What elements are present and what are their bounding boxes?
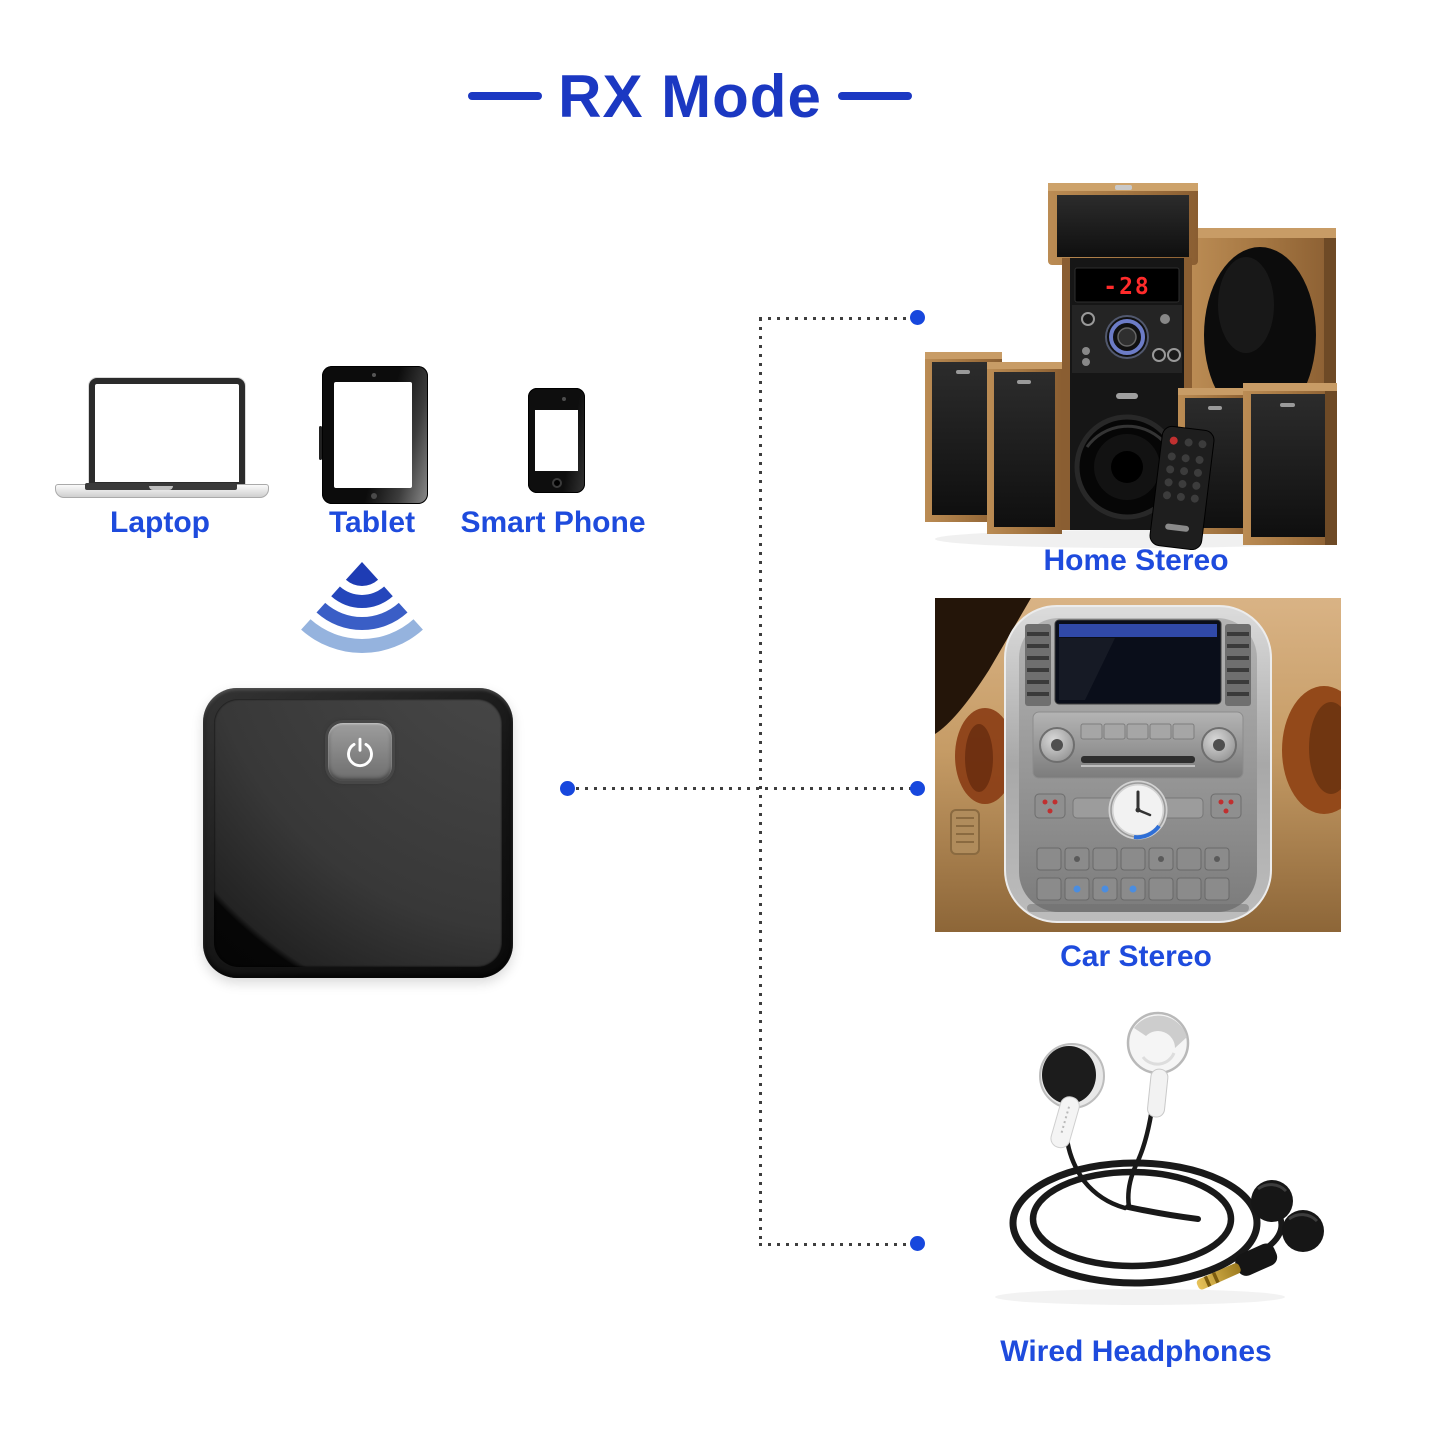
power-button <box>328 723 392 781</box>
title-dash-right <box>837 92 912 100</box>
smart-phone-icon <box>528 388 585 493</box>
connector-dot-headphones <box>910 1236 925 1251</box>
laptop-label: Laptop <box>110 506 210 539</box>
home-stereo-label: Home Stereo <box>1043 544 1229 577</box>
power-icon <box>347 737 373 768</box>
adapter-glossy-face <box>214 699 502 967</box>
connector-bottom-line <box>759 1243 911 1246</box>
connector-dot-car-stereo <box>910 781 925 796</box>
connector-top-line <box>759 317 911 320</box>
stereo-led-display: -28 <box>1103 274 1151 300</box>
wired-headphones-label: Wired Headphones <box>1000 1335 1272 1368</box>
laptop-icon <box>55 372 269 498</box>
car-stereo-image <box>935 598 1366 932</box>
wired-headphones-image <box>950 995 1340 1317</box>
connector-trunk-line <box>759 318 762 1245</box>
connector-middle-line <box>576 787 911 790</box>
wifi-signal-down-icon <box>298 558 434 660</box>
home-stereo-image: -28 <box>920 165 1372 551</box>
connector-dot-adapter <box>560 781 575 796</box>
page-title: RX Mode <box>440 56 940 136</box>
remote-control <box>1149 425 1215 551</box>
tablet-icon <box>319 366 428 504</box>
bluetooth-adapter <box>203 688 513 978</box>
page-title-text: RX Mode <box>558 62 822 130</box>
title-dash-left <box>468 92 543 100</box>
tablet-label: Tablet <box>328 506 416 539</box>
connector-dot-home-stereo <box>910 310 925 325</box>
smart-phone-label: Smart Phone <box>460 506 646 539</box>
car-stereo-label: Car Stereo <box>1060 940 1212 973</box>
